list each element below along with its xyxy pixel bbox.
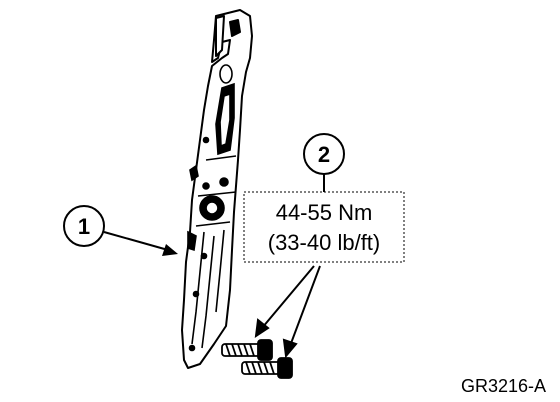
bolt-upper <box>221 339 273 361</box>
callout-2: 2 <box>303 133 345 192</box>
torque-metric: 44-55 Nm <box>276 200 373 225</box>
bolt-leader-arrows <box>254 265 321 359</box>
callout-2-number: 2 <box>318 142 330 167</box>
bracket-details <box>187 64 237 352</box>
torque-spec-box: 44-55 Nm (33-40 lb/ft) <box>243 191 405 263</box>
callout-1: 1 <box>63 205 178 256</box>
torque-imperial: (33-40 lb/ft) <box>268 230 381 255</box>
seat-track-bracket <box>181 9 253 369</box>
figure-id: GR3216-A <box>461 376 546 396</box>
bolt-lower <box>241 357 293 379</box>
callout-1-number: 1 <box>78 214 90 239</box>
